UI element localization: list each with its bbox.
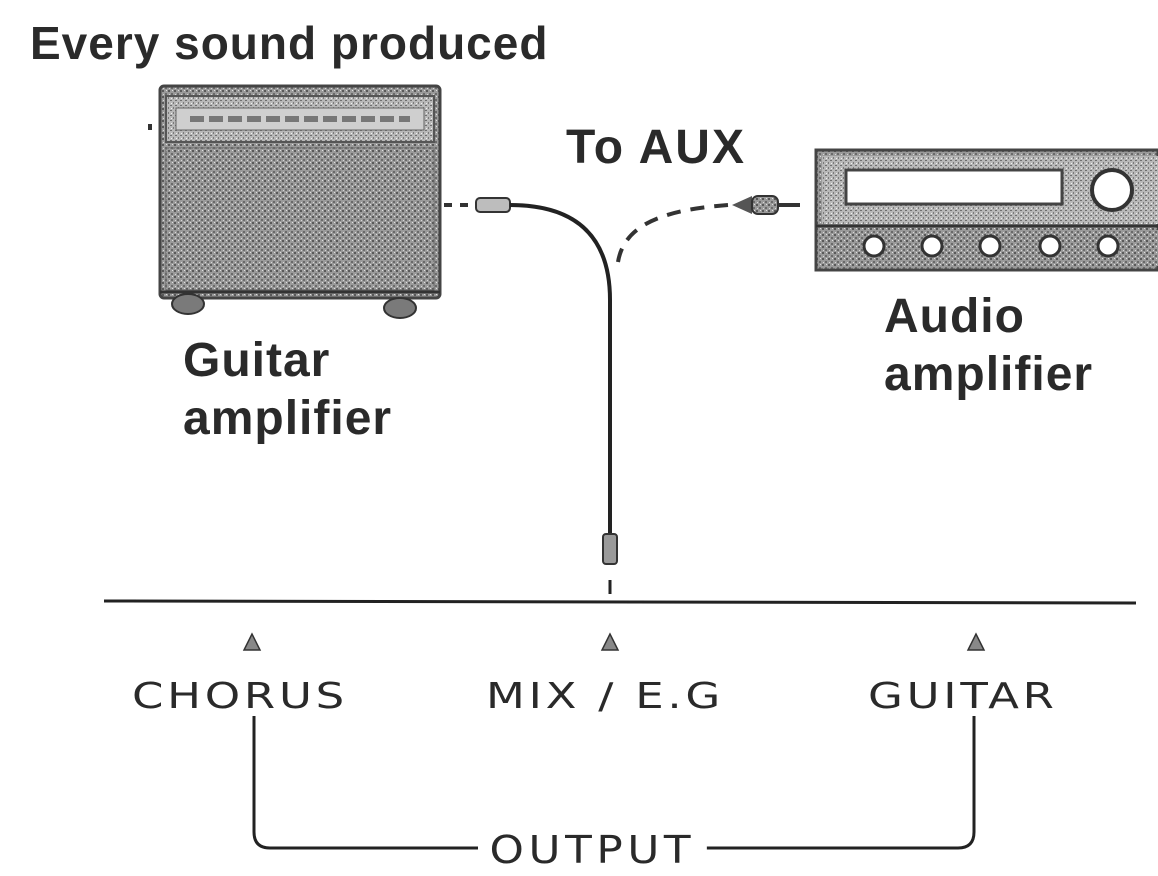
guitar-amplifier-label: Guitar amplifier: [183, 332, 392, 448]
diagram-title: Every sound produced: [30, 17, 549, 69]
audio-amplifier-icon: [814, 148, 1158, 272]
chorus-jack-triangle-icon: [242, 632, 262, 651]
cable-to-guitar-amp: [444, 197, 612, 534]
guitar-amplifier-icon: [148, 84, 442, 319]
mix-jack-triangle-icon: [600, 632, 620, 651]
mix-eg-jack-label: MIX / E.G: [486, 676, 725, 717]
guitar-jack-label: GUITAR: [868, 676, 1058, 717]
guitar-amplifier-label-line2: amplifier: [183, 392, 393, 445]
to-aux-label: To AUX: [566, 121, 746, 174]
panel-edge: [103, 599, 1137, 605]
output-label: OUTPUT: [478, 828, 707, 872]
guitar-amplifier-label-line1: Guitar: [183, 334, 331, 387]
chorus-jack-label: CHORUS: [132, 676, 348, 717]
guitar-jack-triangle-icon: [966, 632, 986, 651]
jack-triangle-icons: [242, 632, 986, 651]
audio-amplifier-label-line1: Audio: [884, 290, 1025, 343]
audio-amplifier-label: Audio amplifier: [884, 288, 1093, 404]
output-plug-icon: [602, 533, 618, 594]
audio-amplifier-label-line2: amplifier: [884, 348, 1094, 401]
cable-to-aux: [616, 195, 800, 263]
